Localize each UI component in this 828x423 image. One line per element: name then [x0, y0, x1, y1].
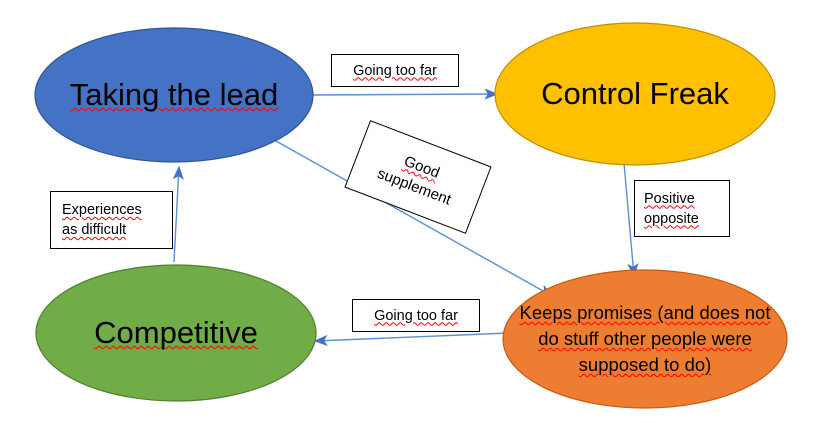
connector-taking-lead-to-keeps-promises[interactable]: [275, 140, 554, 297]
edge-label-line: Going too far: [353, 62, 437, 79]
node-competitive[interactable]: [35, 264, 317, 402]
node-taking-the-lead[interactable]: [34, 27, 314, 163]
edge-label-line: as difficult: [62, 222, 127, 238]
edge-label-line: Going too far: [374, 307, 458, 324]
edge-label-line: Experiences: [62, 202, 142, 218]
connector-taking-lead-to-control-freak[interactable]: [310, 88, 499, 100]
edge-label-going-too-far-bottom[interactable]: Going too far: [352, 299, 480, 332]
node-control-freak[interactable]: [494, 22, 776, 166]
connector-control-freak-to-keeps-promises[interactable]: [623, 162, 639, 278]
edge-label-going-too-far-top[interactable]: Going too far: [331, 54, 459, 87]
edge-label-experiences-as-difficult[interactable]: Experiences as difficult: [50, 191, 173, 249]
connector-competitive-to-taking-lead[interactable]: [172, 165, 184, 263]
connectors-group: [172, 88, 639, 347]
node-keeps-promises[interactable]: [502, 269, 788, 409]
connector-keeps-promises-to-competitive[interactable]: [313, 332, 510, 347]
edge-label-positive-opposite[interactable]: Positive opposite: [634, 180, 730, 237]
edge-label-line: Positive: [644, 190, 695, 207]
edge-label-line: opposite: [644, 210, 699, 227]
